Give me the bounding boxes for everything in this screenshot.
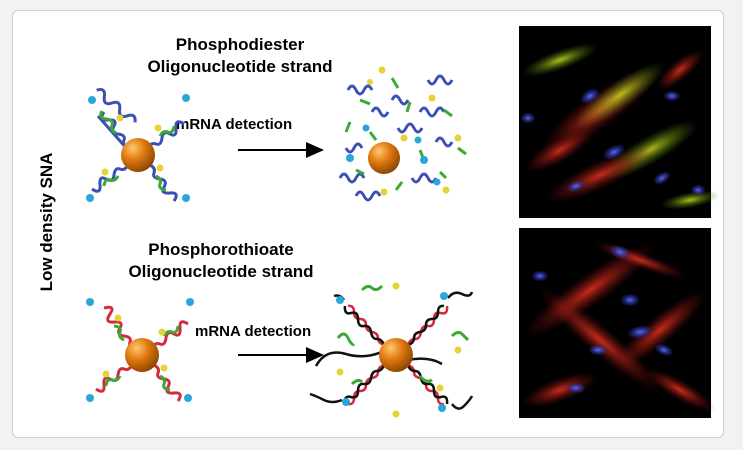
- top-title-line2: Oligonucleotide strand: [147, 57, 332, 76]
- top-title-line1: Phosphodiester: [176, 35, 305, 54]
- phosphodiester-sna: [86, 87, 190, 202]
- phosphorothioate-sna: [86, 298, 194, 402]
- bottom-title-line1: Phosphorothioate: [148, 240, 293, 259]
- phosphodiester-after-detection: [338, 66, 467, 202]
- top-arrow-label: mRNA detection: [176, 116, 292, 133]
- bottom-arrow-label: mRNA detection: [195, 323, 311, 340]
- bottom-fluorescence-micrograph: [519, 228, 715, 418]
- gold-nanoparticle: [121, 138, 155, 172]
- side-label: Low density SNA: [37, 153, 56, 292]
- phosphorothioate-after-detection: [309, 282, 474, 418]
- top-fluorescence-micrograph: [519, 26, 720, 218]
- bottom-title-line2: Oligonucleotide strand: [128, 262, 313, 281]
